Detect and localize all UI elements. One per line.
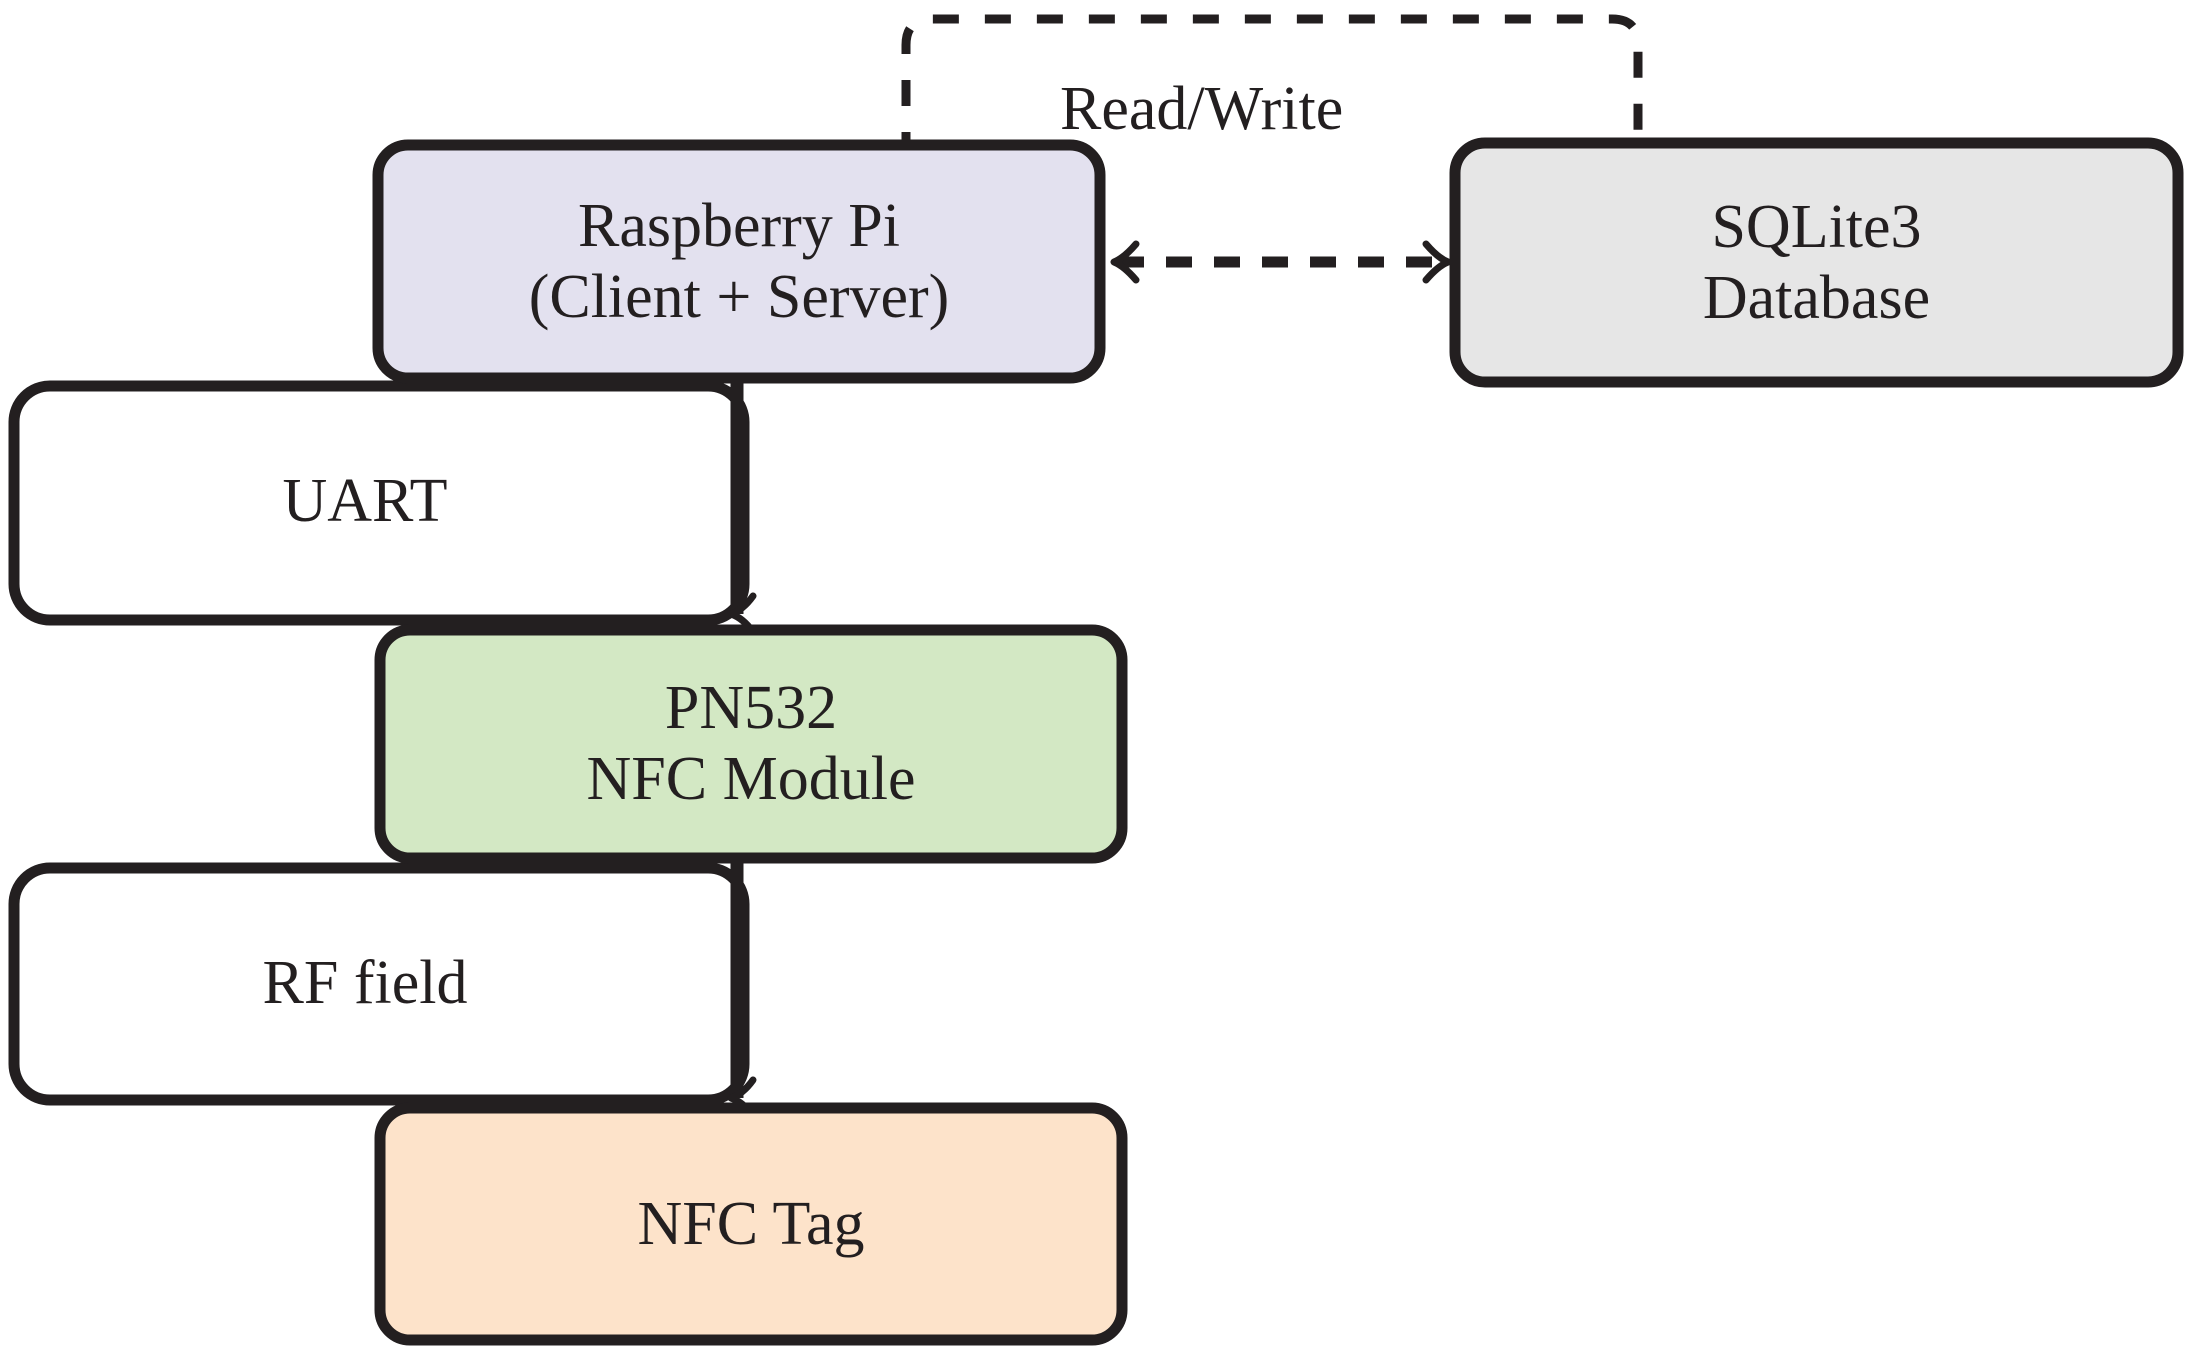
edge-label-rf-field: RF field <box>262 949 468 1017</box>
uart-label-box <box>8 380 750 626</box>
node-box-nfc-tag[interactable] <box>374 1102 1128 1346</box>
node-box-raspberry-pi[interactable] <box>372 139 1106 384</box>
edge-label-read-write: Read/Write <box>1060 75 1344 143</box>
node-box-pn532-nfc-module[interactable] <box>374 624 1128 864</box>
rf-field-label-box <box>8 862 750 1106</box>
edge-label-uart: UART <box>282 467 448 535</box>
node-box-sqlite3-database[interactable] <box>1449 137 2184 388</box>
